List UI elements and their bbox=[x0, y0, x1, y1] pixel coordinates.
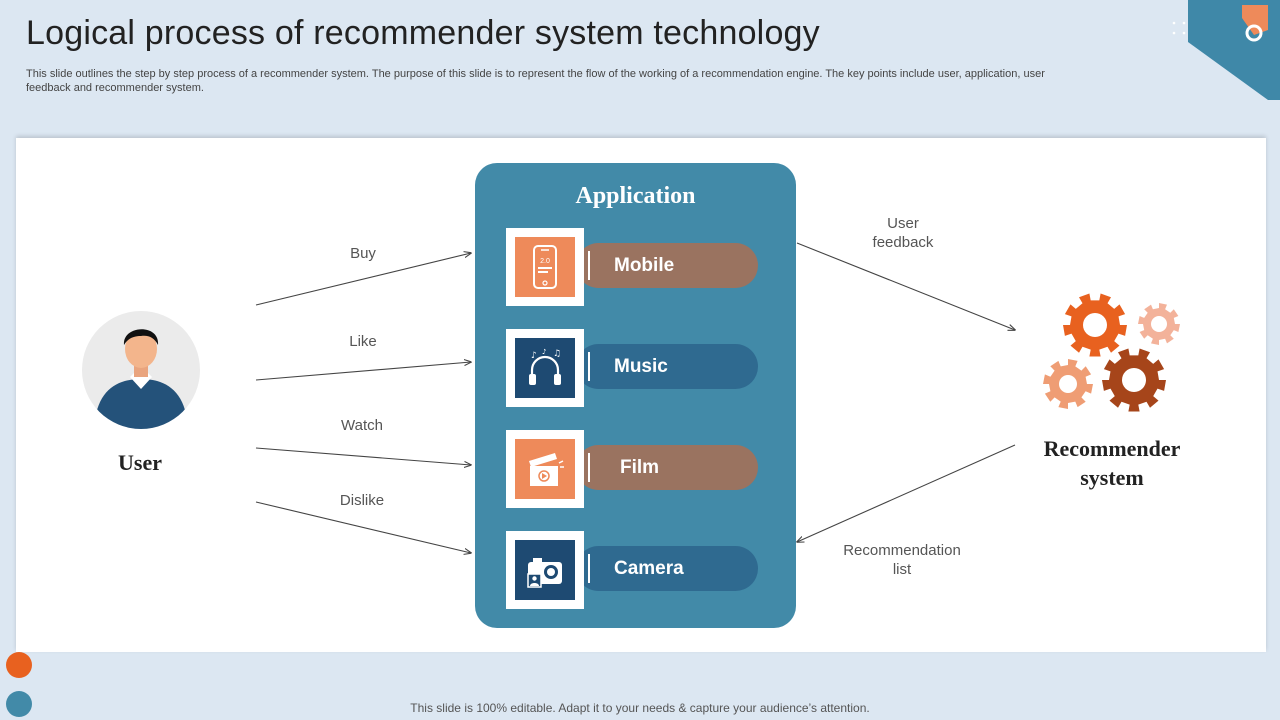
app-item-pill: Camera bbox=[576, 546, 758, 591]
app-item-music: Music ♪ ♫ ♪ bbox=[506, 329, 758, 407]
recommender-label: Recommender system bbox=[1043, 436, 1181, 490]
app-item-camera: Camera bbox=[506, 531, 758, 609]
footer-note: This slide is 100% editable. Adapt it to… bbox=[410, 701, 870, 715]
slide-subtitle: This slide outlines the step by step pro… bbox=[26, 68, 1045, 94]
gears-icon bbox=[1043, 293, 1180, 412]
decorative-orange-dot bbox=[6, 652, 32, 678]
action-label-like: Like bbox=[349, 333, 377, 350]
recommender-gears bbox=[1040, 290, 1190, 415]
action-label-watch: Watch bbox=[341, 417, 383, 434]
app-item-pill: Film bbox=[576, 445, 758, 490]
headphones-music-icon: ♪ ♫ ♪ bbox=[529, 348, 561, 385]
mobile-phone-icon: 2.0 bbox=[533, 245, 557, 289]
app-item-label: Film bbox=[620, 457, 660, 478]
app-item-film: Film bbox=[506, 430, 758, 508]
svg-text:♫: ♫ bbox=[553, 349, 561, 359]
svg-text:2.0: 2.0 bbox=[540, 258, 550, 265]
gear-medium-peach bbox=[1043, 359, 1093, 409]
app-item-label: Camera bbox=[614, 558, 684, 579]
feedback-label: User feedback bbox=[872, 215, 934, 251]
svg-text:♪: ♪ bbox=[531, 351, 537, 361]
application-box: Application Mobile 2.0 Music bbox=[475, 163, 796, 628]
decorative-blue-dot bbox=[6, 691, 32, 717]
user-avatar bbox=[82, 311, 200, 429]
svg-text:♪: ♪ bbox=[542, 348, 546, 356]
action-label-buy: Buy bbox=[350, 245, 376, 262]
user-label: User bbox=[118, 450, 162, 475]
corner-decoration-icon bbox=[1188, 0, 1280, 100]
application-title: Application bbox=[575, 183, 696, 209]
gear-large-orange bbox=[1063, 293, 1127, 357]
app-item-pill: Music bbox=[576, 344, 758, 389]
recommendation-label: Recommendation list bbox=[843, 542, 961, 578]
app-item-label: Mobile bbox=[614, 255, 675, 276]
camera-icon bbox=[527, 558, 562, 588]
app-item-pill: Mobile bbox=[576, 243, 758, 288]
slide-title: Logical process of recommender system te… bbox=[26, 14, 820, 52]
action-label-dislike: Dislike bbox=[339, 492, 385, 509]
gear-small-peach bbox=[1138, 303, 1180, 345]
app-item-label: Music bbox=[614, 356, 668, 377]
gear-large-brown bbox=[1102, 348, 1166, 412]
app-item-mobile: Mobile 2.0 bbox=[506, 228, 758, 306]
clapperboard-icon bbox=[529, 453, 564, 486]
person-avatar-icon bbox=[82, 311, 200, 429]
